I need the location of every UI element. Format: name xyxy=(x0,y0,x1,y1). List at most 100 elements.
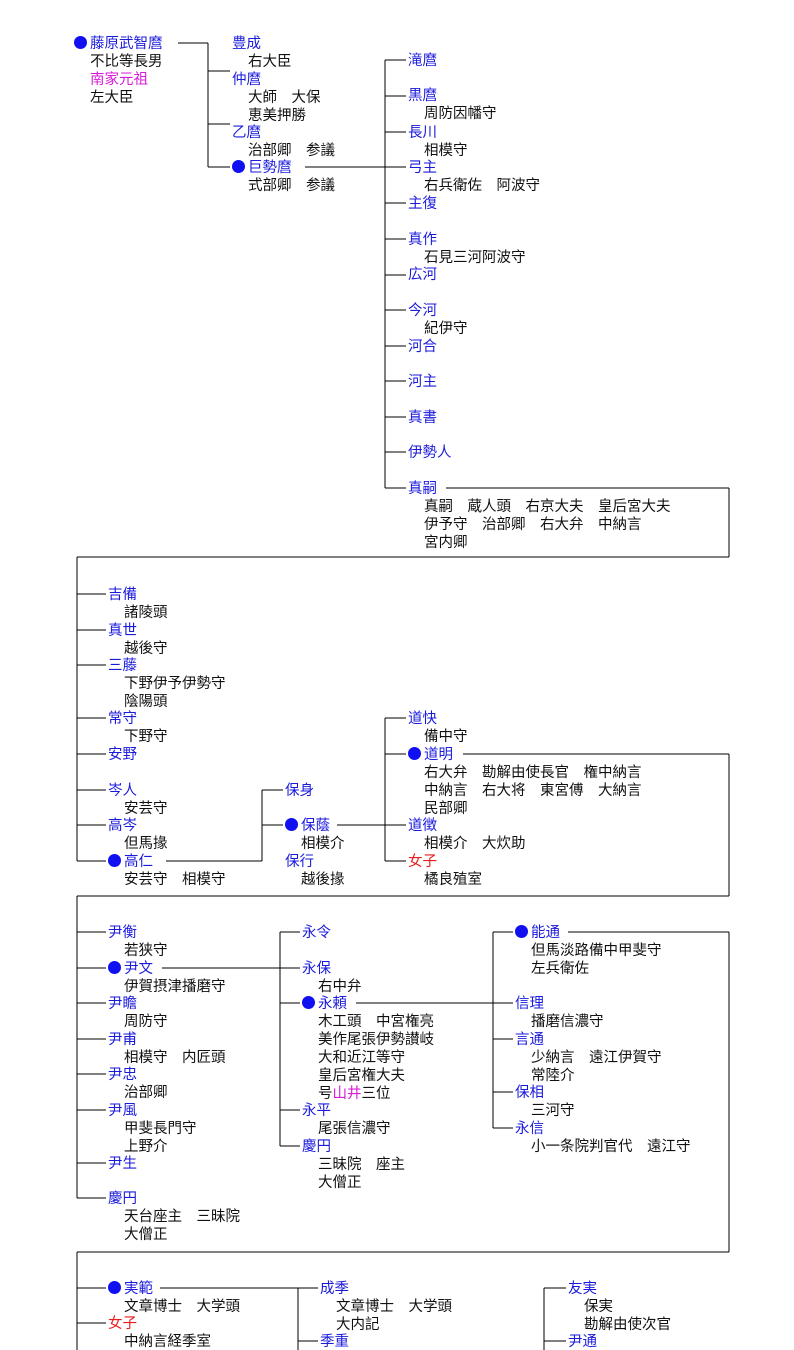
person-note: 甲斐長門守 xyxy=(124,1121,197,1137)
person-name-text: 道快 xyxy=(408,711,437,727)
person-name: 永令 xyxy=(302,924,331,942)
person-note: 周防因幡守 xyxy=(424,106,497,122)
person-note: 大僧正 xyxy=(124,1227,168,1243)
person-note: 文章博士 大学頭 xyxy=(336,1299,452,1315)
person-note: 三河守 xyxy=(531,1103,575,1119)
person-name-text: 尹文 xyxy=(124,961,153,977)
person-note: 三昧院 座主 xyxy=(318,1157,405,1173)
person-node: 今河紀伊守 xyxy=(408,302,468,338)
person-name-text: 伊勢人 xyxy=(408,445,452,461)
person-note: 中納言経季室 xyxy=(124,1334,211,1350)
person-name-text: 永信 xyxy=(515,1121,544,1137)
successor-dot-icon xyxy=(108,854,121,867)
person-name: 尹通 xyxy=(568,1333,597,1350)
person-name: 道明 xyxy=(408,746,642,764)
person-name: 尹生 xyxy=(108,1155,137,1173)
person-note: 紀伊守 xyxy=(424,321,468,337)
person-name: 三藤 xyxy=(108,657,226,675)
person-node: 尹通 xyxy=(568,1333,597,1350)
person-name-text: 女子 xyxy=(408,854,437,870)
person-note: 治部卿 参議 xyxy=(248,143,335,159)
person-name-text: 慶円 xyxy=(302,1139,331,1155)
person-name: 信理 xyxy=(515,995,604,1013)
person-name-text: 道明 xyxy=(424,747,453,763)
person-name: 言通 xyxy=(515,1031,662,1049)
person-node: 慶円三昧院 座主大僧正 xyxy=(302,1138,405,1192)
person-node: 滝麿 xyxy=(408,52,437,70)
person-node: 尹衡若狭守 xyxy=(108,924,168,960)
person-note: 勘解由使次官 xyxy=(584,1317,671,1333)
person-name-text: 乙麿 xyxy=(232,125,261,141)
person-node: 河主 xyxy=(408,373,437,391)
person-node: 成季文章博士 大学頭大内記 xyxy=(320,1280,452,1334)
person-name: 高岑 xyxy=(108,817,168,835)
person-note: 皇后宮権大夫 xyxy=(318,1068,405,1084)
person-note: 相模守 xyxy=(424,143,468,159)
person-name-text: 尹瞻 xyxy=(108,996,137,1012)
person-name: 尹甫 xyxy=(108,1031,226,1049)
person-note: 宮内卿 xyxy=(424,535,468,551)
person-node: 道快備中守 xyxy=(408,710,468,746)
person-note: 大僧正 xyxy=(318,1175,362,1191)
person-name: 能通 xyxy=(515,924,662,942)
person-note: 不比等長男 xyxy=(90,54,163,70)
person-note: 伊賀摂津播磨守 xyxy=(124,979,226,995)
person-name: 慶円 xyxy=(302,1138,405,1156)
person-node: 友実保実勘解由使次官 xyxy=(568,1280,671,1334)
person-node: 能通但馬淡路備中甲斐守左兵衛佐 xyxy=(515,924,662,978)
person-name: 保行 xyxy=(285,853,345,871)
person-note: 恵美押勝 xyxy=(248,108,306,124)
person-node: 永保右中弁 xyxy=(302,960,362,996)
person-note: 越後掾 xyxy=(301,872,345,888)
person-name-text: 常守 xyxy=(108,711,137,727)
person-note: 常陸介 xyxy=(531,1068,575,1084)
person-name-text: 真作 xyxy=(408,232,437,248)
person-name-text: 尹生 xyxy=(108,1156,137,1172)
person-note: 右中弁 xyxy=(318,979,362,995)
person-note: 大和近江等守 xyxy=(318,1050,405,1066)
person-name-text: 信理 xyxy=(515,996,544,1012)
person-node: 女子中納言経季室 xyxy=(108,1315,211,1350)
person-name: 真書 xyxy=(408,409,437,427)
person-name-text: 友実 xyxy=(568,1281,597,1297)
successor-dot-icon xyxy=(108,1281,121,1294)
person-note: 越後守 xyxy=(124,641,168,657)
person-name-text: 河合 xyxy=(408,339,437,355)
person-name-text: 尹通 xyxy=(568,1334,597,1350)
person-name: 成季 xyxy=(320,1280,452,1298)
person-note: 木工頭 中宮権亮 xyxy=(318,1014,434,1030)
person-name: 尹忠 xyxy=(108,1066,168,1084)
person-name-text: 慶円 xyxy=(108,1191,137,1207)
person-note: 天台座主 三昧院 xyxy=(124,1209,240,1225)
person-node: 乙麿治部卿 参議 xyxy=(232,124,335,160)
person-node: 永信小一条院判官代 遠江守 xyxy=(515,1120,691,1156)
person-name: 保蔭 xyxy=(285,817,345,835)
person-name: 友実 xyxy=(568,1280,671,1298)
person-node: 安野 xyxy=(108,746,137,764)
person-note: 号山井三位 xyxy=(302,1085,434,1103)
successor-dot-icon xyxy=(515,925,528,938)
person-node: 尹生 xyxy=(108,1155,137,1173)
person-name-text: 高岑 xyxy=(108,818,137,834)
person-name: 乙麿 xyxy=(232,124,335,142)
person-name: 道徴 xyxy=(408,817,526,835)
person-note: 安芸守 相模守 xyxy=(124,872,226,888)
person-node: 真嗣真嗣 蔵人頭 右京大夫 皇后宮大夫伊予守 治部卿 右大弁 中納言宮内卿 xyxy=(408,480,671,552)
person-name-text: 永平 xyxy=(302,1103,331,1119)
person-note: 右兵衛佐 阿波守 xyxy=(424,178,540,194)
person-node: 河合 xyxy=(408,338,437,356)
person-note: 諸陵頭 xyxy=(124,605,168,621)
person-name: 藤原武智麿 xyxy=(74,35,163,53)
person-name-text: 保身 xyxy=(285,783,314,799)
person-node: 道明右大弁 勘解由使長官 権中納言中納言 右大将 東宮傅 大納言民部卿 xyxy=(408,746,642,818)
person-node: 保蔭相模介 xyxy=(285,817,345,853)
person-note: 民部卿 xyxy=(424,801,468,817)
person-node: 高仁安芸守 相模守 xyxy=(108,853,226,889)
person-name: 巨勢麿 xyxy=(232,159,335,177)
person-node: 言通少納言 遠江伊賀守常陸介 xyxy=(515,1031,662,1085)
person-node: 尹甫相模守 内匠頭 xyxy=(108,1031,226,1067)
person-note: 尾張信濃守 xyxy=(318,1121,391,1137)
person-note: 石見三河阿波守 xyxy=(424,250,526,266)
person-node: 常守下野守 xyxy=(108,710,168,746)
